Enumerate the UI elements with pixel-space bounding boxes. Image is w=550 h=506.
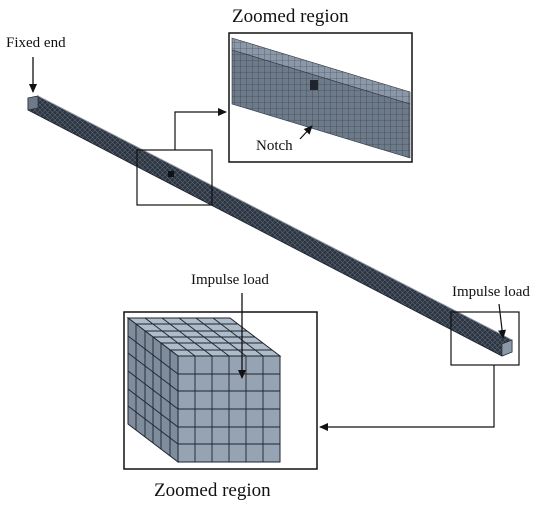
beam-fixed-end-face	[27, 95, 39, 111]
impulse-load-label: Impulse load	[452, 284, 530, 300]
load-region-box	[450, 311, 520, 366]
beam-loaded-end-face	[501, 339, 513, 357]
top-zoom-notch	[310, 80, 318, 90]
impulse-load-pointer	[498, 303, 507, 339]
zoomed-region-bottom-label: Zoomed region	[154, 480, 271, 501]
beam-notch	[168, 171, 174, 177]
top-connector-line	[174, 108, 227, 150]
zoomed-region-top-label: Zoomed region	[232, 6, 349, 27]
top-zoom-beam-side	[231, 49, 411, 159]
bottom-connector-line	[319, 365, 495, 431]
fixed-end-label: Fixed end	[6, 35, 66, 51]
impulse-load-inset-label: Impulse load	[191, 272, 269, 288]
beam	[27, 95, 513, 357]
beam-top-edge	[37, 95, 513, 341]
cube-mesh-lines	[127, 317, 280, 462]
notch-pointer	[299, 125, 313, 140]
notch-label: Notch	[256, 138, 293, 154]
top-zoom-inset	[228, 32, 413, 163]
bottom-zoom-inset	[123, 293, 318, 470]
